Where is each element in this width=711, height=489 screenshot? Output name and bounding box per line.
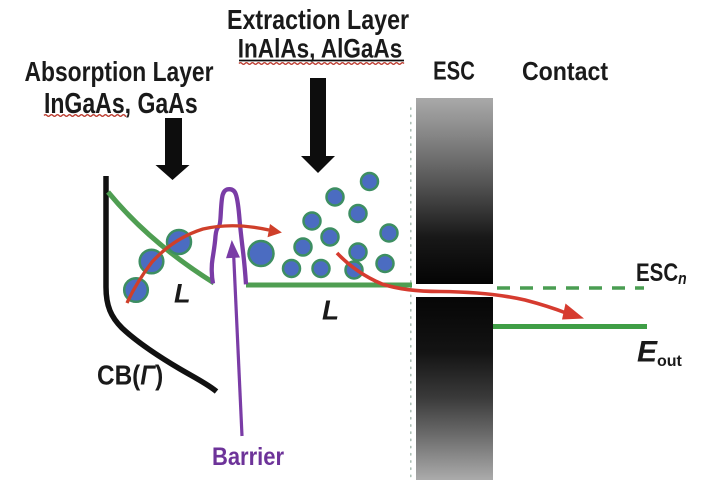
svg-text:out: out — [657, 353, 683, 370]
svg-text:ESCn: ESCn — [636, 258, 687, 288]
svg-text:ESC: ESC — [433, 56, 475, 85]
svg-text:Absorption Layer: Absorption Layer — [25, 57, 214, 87]
svg-text:Barrier: Barrier — [212, 443, 284, 471]
svg-text:CB(Γ): CB(Γ) — [97, 359, 163, 391]
svg-text:InGaAs, GaAs: InGaAs, GaAs — [44, 86, 198, 119]
svg-text:L: L — [322, 295, 339, 326]
svg-text:L: L — [174, 279, 191, 309]
svg-text:E: E — [637, 336, 658, 369]
svg-text:Contact: Contact — [522, 58, 608, 87]
svg-text:InAlAs, AlGaAs: InAlAs, AlGaAs — [238, 34, 402, 64]
svg-text:Extraction Layer: Extraction Layer — [227, 5, 409, 35]
